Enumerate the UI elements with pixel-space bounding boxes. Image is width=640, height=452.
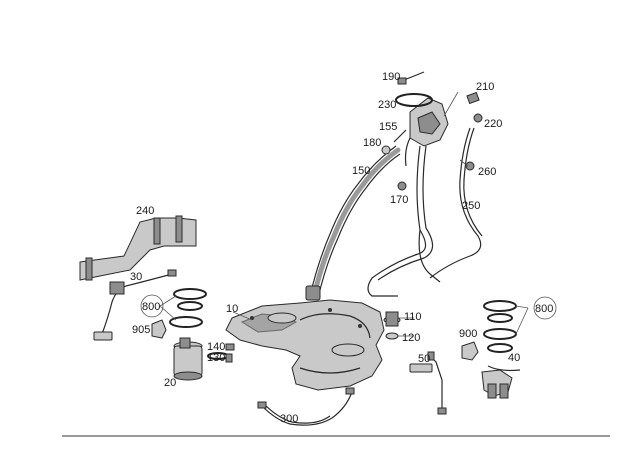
right-fuel-pump-module[interactable] <box>481 365 521 399</box>
heat-shield[interactable] <box>79 215 197 281</box>
label-140[interactable]: 140 <box>207 341 225 353</box>
left-sealing-rings[interactable] <box>169 288 229 360</box>
label-120[interactable]: 120 <box>402 332 420 344</box>
label-240[interactable]: 240 <box>136 205 154 217</box>
label-155[interactable]: 155 <box>379 121 397 133</box>
part-110-120[interactable] <box>383 311 401 340</box>
label-170[interactable]: 170 <box>390 194 408 206</box>
leader-lines <box>159 91 529 337</box>
label-50[interactable]: 50 <box>418 353 430 365</box>
label-300[interactable]: 300 <box>280 413 298 425</box>
label-190[interactable]: 190 <box>382 71 400 83</box>
wiring-harness[interactable] <box>93 269 177 341</box>
small-parts-top[interactable] <box>381 71 483 191</box>
label-20[interactable]: 20 <box>164 377 176 389</box>
label-220[interactable]: 220 <box>484 118 502 130</box>
fuel-tank[interactable] <box>225 299 385 391</box>
label-30[interactable]: 30 <box>130 271 142 283</box>
label-130[interactable]: 130 <box>207 352 225 364</box>
bracket-900[interactable] <box>461 341 479 361</box>
right-sealing-rings[interactable] <box>483 300 517 353</box>
left-fuel-pump-module[interactable] <box>173 337 203 381</box>
label-250[interactable]: 250 <box>462 200 480 212</box>
label-800-left[interactable]: 800 <box>142 301 160 313</box>
label-210[interactable]: 210 <box>476 81 494 93</box>
label-150[interactable]: 150 <box>352 165 370 177</box>
level-sensor[interactable] <box>409 351 447 415</box>
label-10[interactable]: 10 <box>226 303 238 315</box>
label-260[interactable]: 260 <box>478 166 496 178</box>
hose-250[interactable] <box>429 127 483 279</box>
label-40[interactable]: 40 <box>508 352 520 364</box>
label-230[interactable]: 230 <box>378 99 396 111</box>
screws-140-130[interactable] <box>225 343 235 363</box>
label-180[interactable]: 180 <box>363 137 381 149</box>
label-905[interactable]: 905 <box>132 324 150 336</box>
label-800-right[interactable]: 800 <box>535 303 553 315</box>
callout-circle-800-left <box>140 294 164 318</box>
label-110[interactable]: 110 <box>404 311 422 323</box>
filler-head[interactable] <box>404 97 449 167</box>
hose-300[interactable] <box>257 387 355 426</box>
filler-neck-hose[interactable] <box>305 145 401 301</box>
callout-circle-800-right <box>533 296 557 320</box>
label-900[interactable]: 900 <box>459 328 477 340</box>
bracket-905[interactable] <box>151 319 167 339</box>
vent-hoses[interactable] <box>367 145 441 297</box>
